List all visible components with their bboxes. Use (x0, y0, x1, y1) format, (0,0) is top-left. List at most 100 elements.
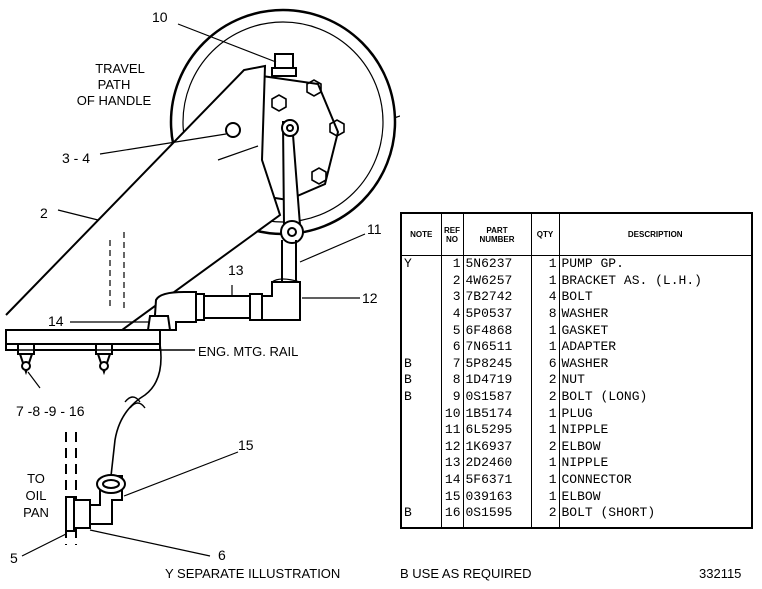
part-number-cell: 7N6511 (462, 338, 532, 356)
rail-bolts (17, 343, 113, 376)
note-cell (400, 421, 442, 439)
callout-12: 12 (362, 290, 378, 306)
leader-lines (21, 23, 400, 557)
cover-bolts (251, 79, 345, 186)
callout-7-16: 7 -8 -9 - 16 (16, 403, 85, 419)
ref-cell: 10 (440, 405, 464, 422)
part-number-cell: 5F6371 (462, 471, 532, 489)
ref-cell: 5 (440, 322, 464, 339)
description-cell: ELBOW (558, 438, 753, 456)
ref-cell: 4 (440, 305, 464, 323)
note-cell (400, 488, 442, 505)
part-number-cell: 1K6937 (462, 438, 532, 456)
part-number-cell: 5P0537 (462, 305, 532, 323)
header-qty: QTY (530, 212, 560, 256)
rail-label: ENG. MTG. RAIL (198, 344, 298, 359)
travel-label-line3: OF HANDLE (77, 93, 152, 108)
ref-cell: 14 (440, 471, 464, 489)
qty-cell: 1 (530, 272, 560, 290)
qty-cell: 2 (530, 438, 560, 456)
part-number-cell: 1B5174 (462, 405, 532, 422)
figure-number: 332115 (699, 566, 742, 581)
ref-cell: 12 (440, 438, 464, 456)
description-cell: ADAPTER (558, 338, 753, 356)
oil-pan-label-line2: OIL (26, 488, 47, 503)
pump-illustration: 10 1 3 - 4 2 11 13 12 14 7 -8 -9 - 16 15… (5, 8, 400, 566)
description-cell: WASHER (558, 305, 753, 323)
part-number-cell: 7B2742 (462, 289, 532, 306)
part-number-cell: 2D2460 (462, 455, 532, 472)
note-cell: B (400, 355, 442, 373)
description-cell: NIPPLE (558, 455, 753, 472)
note-cell: B (400, 372, 442, 389)
handle-end (280, 220, 304, 244)
qty-cell: 1 (530, 338, 560, 356)
ref-cell: 16 (440, 504, 464, 528)
pump-cover (261, 74, 340, 202)
note-cell: B (400, 504, 442, 528)
description-cell: BOLT (558, 289, 753, 306)
callout-11: 11 (367, 221, 382, 237)
part-number-cell: 6F4868 (462, 322, 532, 339)
ref-cell: 15 (440, 488, 464, 505)
connector-14 (146, 315, 172, 331)
description-cell: BOLT (SHORT) (558, 504, 753, 528)
part-number-cell: 6L5295 (462, 421, 532, 439)
header-note: NOTE (400, 212, 442, 256)
description-cell: CONNECTOR (558, 471, 753, 489)
callout-14: 14 (48, 313, 64, 329)
qty-cell: 1 (530, 421, 560, 439)
note-cell (400, 455, 442, 472)
ref-cell: 3 (440, 289, 464, 306)
mounting-plate (5, 329, 161, 345)
note-cell (400, 322, 442, 339)
note-cell (400, 471, 442, 489)
callout-15: 15 (238, 437, 254, 453)
ref-cell: 1 (440, 255, 464, 273)
qty-cell: 1 (530, 471, 560, 489)
part-number-cell: 0S1587 (462, 388, 532, 406)
part-number-cell: 5P8245 (462, 355, 532, 373)
qty-cell: 1 (530, 405, 560, 422)
plug (274, 53, 294, 69)
note-cell (400, 305, 442, 323)
description-cell: WASHER (558, 355, 753, 373)
part-number-cell: 039163 (462, 488, 532, 505)
qty-cell: 2 (530, 388, 560, 406)
qty-cell: 1 (530, 455, 560, 472)
note-cell (400, 338, 442, 356)
part-number-cell: 4W6257 (462, 272, 532, 290)
oil-pan-label-line3: PAN (23, 505, 49, 520)
description-cell: BRACKET AS. (L.H.) (558, 272, 753, 290)
qty-cell: 1 (530, 255, 560, 273)
description-cell: NUT (558, 372, 753, 389)
ref-cell: 8 (440, 372, 464, 389)
elbow-12 (261, 281, 301, 321)
note-cell (400, 289, 442, 306)
header-description: DESCRIPTION (558, 212, 753, 256)
ref-cell: 6 (440, 338, 464, 356)
note-cell (400, 272, 442, 290)
bracket-bolt (225, 122, 241, 138)
footnote-y: Y SEPARATE ILLUSTRATION (165, 566, 341, 581)
description-cell: BOLT (LONG) (558, 388, 753, 406)
description-cell: PUMP GP. (558, 255, 753, 273)
part-number-cell: 0S1595 (462, 504, 532, 528)
part-number-cell: 5N6237 (462, 255, 532, 273)
ref-cell: 11 (440, 421, 464, 439)
callout-13: 13 (228, 262, 244, 278)
callout-3-4: 3 - 4 (62, 150, 90, 166)
